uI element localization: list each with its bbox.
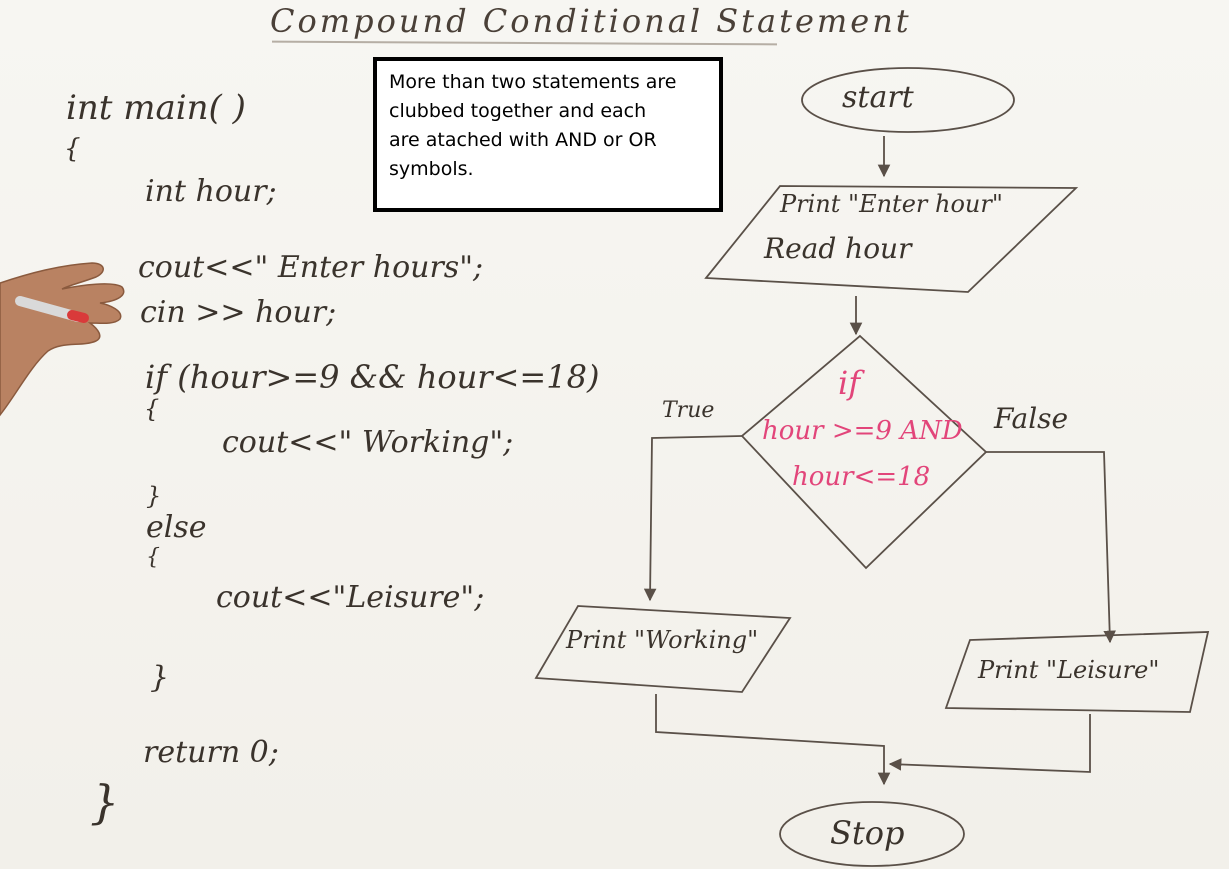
stop-terminal-shape (779, 801, 965, 867)
decision-condition-line1: hour >=9 AND (762, 416, 963, 446)
code-line-open-brace: { (64, 134, 81, 164)
page-title: Compound Conditional Statement (270, 2, 912, 40)
decision-condition-line2: hour<=18 (792, 462, 931, 492)
input-label-line2: Read hour (764, 232, 912, 265)
note-line-3: are atached with AND or OR (389, 129, 657, 151)
note-line-4: symbols. (389, 158, 474, 180)
input-parallelogram-shape (704, 185, 1079, 293)
true-branch-arrow (643, 435, 743, 602)
code-line-close-brace: } (90, 775, 120, 829)
working-to-stop-arrow (655, 694, 891, 786)
code-line-main: int main( ) (66, 88, 246, 128)
code-line-cin: cin >> hour; (140, 295, 337, 330)
code-line-return: return 0; (143, 735, 279, 770)
code-line-cout-leisure: cout<<"Leisure"; (216, 580, 485, 615)
code-line-cout-working: cout<<" Working"; (222, 425, 514, 460)
code-line-if-close: } (146, 482, 162, 510)
print-working-label: Print "Working" (566, 626, 759, 654)
decision-if-label: if (838, 364, 861, 402)
stop-label: Stop (830, 814, 905, 852)
input-label-line1: Print "Enter hour" (780, 190, 1003, 218)
false-branch-arrow (986, 451, 1116, 644)
decision-diamond-shape (740, 334, 988, 570)
code-line-cout-prompt: cout<<" Enter hours"; (138, 250, 484, 285)
code-line-if: if (hour>=9 && hour<=18) (145, 358, 600, 396)
code-line-else-close: } (150, 660, 170, 695)
print-working-parallelogram-shape (534, 605, 792, 693)
code-line-if-open: { (144, 395, 160, 423)
definition-note-box: More than two statements are clubbed tog… (373, 57, 723, 212)
print-leisure-label: Print "Leisure" (978, 656, 1160, 684)
false-branch-label: False (994, 402, 1069, 435)
print-leisure-parallelogram-shape (944, 631, 1210, 713)
start-label: start (842, 80, 914, 115)
code-line-else: else (146, 510, 207, 545)
leisure-to-stop-arrow (888, 714, 1091, 773)
note-line-1: More than two statements are (389, 71, 677, 93)
note-line-2: clubbed together and each (389, 100, 647, 122)
code-line-else-open: { (146, 545, 160, 570)
presenter-hand (0, 262, 125, 417)
start-terminal-shape (801, 67, 1015, 133)
true-branch-label: True (662, 398, 715, 423)
code-line-declare: int hour; (145, 174, 277, 209)
